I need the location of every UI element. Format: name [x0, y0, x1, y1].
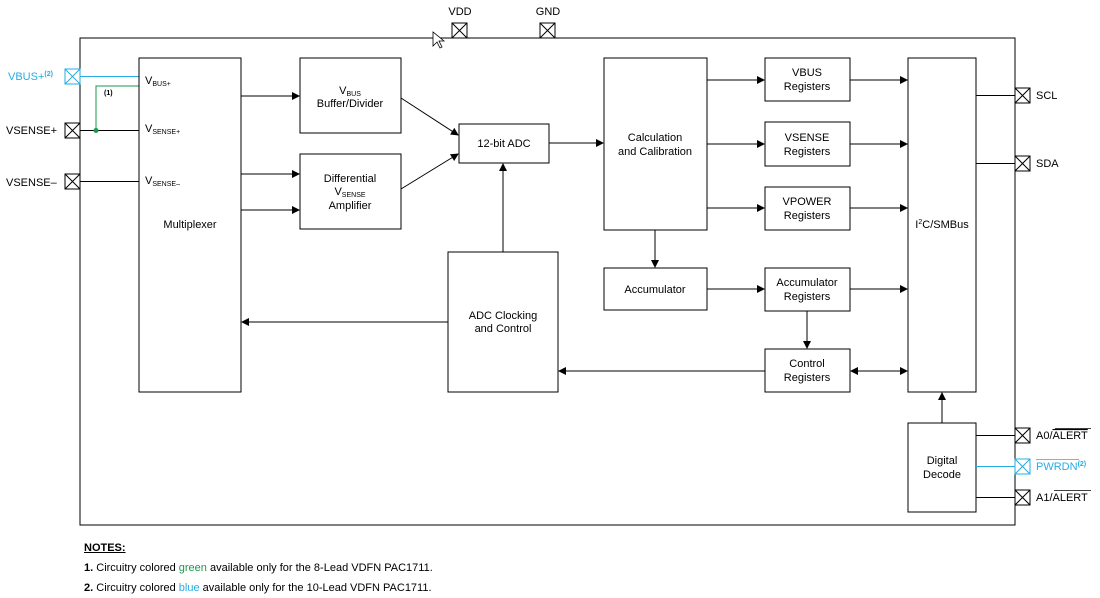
notes-section: NOTES: 1. Circuitry colored green availa…	[84, 538, 433, 598]
note-1: 1. Circuitry colored green available onl…	[84, 558, 433, 578]
vpower-reg-line1: VPOWER	[783, 196, 832, 208]
pin-a1-alert: A1/ALERT	[1014, 489, 1091, 506]
notes-header: NOTES:	[84, 542, 126, 554]
adc-clocking-line1: ADC Clocking	[469, 310, 537, 322]
mux-in-vsense-plus-sub: SENSE+	[152, 129, 180, 136]
mux-in-vsense-minus: V	[145, 175, 153, 187]
acc-reg-line2: Registers	[784, 291, 831, 303]
multiplexer-label: Multiplexer	[163, 219, 217, 231]
vbus-buffer-sub: BUS	[346, 91, 361, 98]
pin-vsense-minus: VSENSE–	[6, 173, 81, 190]
pin-gnd: GND	[536, 6, 561, 39]
note-2: 2. Circuitry colored blue available only…	[84, 578, 433, 598]
accumulator-registers-block: Accumulator Registers	[764, 267, 851, 312]
pin-vsense-plus-label: VSENSE+	[6, 125, 57, 137]
note-1-color: green	[178, 562, 207, 574]
vpower-reg-line2: Registers	[784, 210, 831, 222]
mux-in-vsense-plus: V	[145, 123, 153, 135]
i2c-smbus-block: I2C/SMBus	[907, 57, 977, 393]
pin-vsense-plus: VSENSE+	[6, 122, 81, 139]
ctrl-reg-line2: Registers	[784, 372, 831, 384]
svg-text:I2C/SMBus: I2C/SMBus	[915, 219, 969, 231]
svg-text:VBUS+: VBUS+	[145, 75, 171, 88]
mux-in-vsense-minus-sub: SENSE–	[152, 181, 180, 188]
pin-a1-alert: ALERT	[1053, 492, 1089, 504]
svg-text:PWRDN(2): PWRDN(2)	[1036, 461, 1086, 473]
pin-scl: SCL	[1014, 87, 1057, 104]
pin-vbus-plus: VBUS+(2)	[8, 68, 81, 85]
i2c-rest: C/SMBus	[922, 219, 969, 231]
note-1-num: 1.	[84, 562, 94, 574]
calculation-block: Calculation and Calibration	[603, 57, 708, 231]
vbus-buffer-v: V	[339, 85, 347, 97]
svg-text:VSENSE+: VSENSE+	[145, 123, 180, 136]
svg-text:VBUS+(2): VBUS+(2)	[8, 71, 53, 83]
svg-text:A0/ALERT: A0/ALERT	[1036, 430, 1088, 442]
green-junction-dot	[93, 128, 99, 133]
vbus-reg-line1: VBUS	[792, 67, 822, 79]
pin-a0-alert: A0/ALERT	[1014, 427, 1091, 444]
vbus-buffer-label: Buffer/Divider	[317, 98, 384, 110]
diff-amplifier-block: Differential VSENSE Amplifier	[299, 153, 402, 230]
accumulator-label: Accumulator	[624, 284, 685, 296]
diff-amp-v: V	[334, 186, 342, 198]
note-2-num: 2.	[84, 582, 94, 594]
pin-pwrdn-note: (2)	[1078, 461, 1087, 468]
mux-in-vbus: V	[145, 75, 153, 87]
pin-pwrdn-label: PWRDN	[1036, 461, 1078, 473]
vbus-buffer-block: VBUS Buffer/Divider	[299, 57, 402, 134]
pin-scl-label: SCL	[1036, 90, 1057, 102]
vpower-registers-block: VPOWER Registers	[764, 186, 851, 231]
note-1-post: available only for the 8-Lead VDFN PAC17…	[209, 562, 433, 574]
mux-in-vbus-sub: BUS+	[152, 81, 170, 88]
pin-a0-alert: ALERT	[1053, 430, 1089, 442]
control-registers-block: Control Registers	[764, 348, 851, 393]
note-2-pre: Circuitry colored	[96, 582, 176, 594]
acc-reg-line1: Accumulator	[776, 277, 837, 289]
svg-text:VSENSE: VSENSE	[334, 186, 365, 199]
note-1-pre: Circuitry colored	[96, 562, 176, 574]
adc-clocking-line2: and Control	[475, 323, 532, 335]
pin-vsense-minus-label: VSENSE–	[6, 177, 58, 189]
i2c-sup: 2	[918, 219, 922, 226]
accumulator-block: Accumulator	[603, 267, 708, 311]
diff-amp-line1: Differential	[324, 173, 376, 185]
adc-clocking-block: ADC Clocking and Control	[447, 251, 559, 393]
calc-line2: and Calibration	[618, 146, 692, 158]
diff-amp-line3: Amplifier	[329, 200, 372, 212]
svg-text:VBUS: VBUS	[339, 85, 361, 98]
calc-line1: Calculation	[628, 132, 682, 144]
note-2-post: available only for the 10-Lead VDFN PAC1…	[202, 582, 432, 594]
pin-vbus-plus-note: (2)	[44, 71, 53, 78]
multiplexer-block: VBUS+ VSENSE+ VSENSE– Multiplexer	[138, 57, 242, 393]
vsense-reg-line2: Registers	[784, 146, 831, 158]
mouse-cursor-icon	[432, 31, 446, 49]
i2c-i: I	[915, 219, 918, 231]
digital-line1: Digital	[927, 455, 958, 467]
svg-text:A1/ALERT: A1/ALERT	[1036, 492, 1088, 504]
svg-text:VSENSE–: VSENSE–	[145, 175, 180, 188]
pin-pwrdn: PWRDN(2)	[1014, 458, 1086, 475]
pin-vdd-label: VDD	[448, 6, 471, 18]
ctrl-reg-line1: Control	[789, 358, 824, 370]
vbus-registers-block: VBUS Registers	[764, 57, 851, 102]
vbus-reg-line2: Registers	[784, 81, 831, 93]
pin-a0-prefix: A0/	[1036, 430, 1053, 442]
pin-a1-prefix: A1/	[1036, 492, 1053, 504]
vsense-registers-block: VSENSE Registers	[764, 121, 851, 167]
pin-gnd-label: GND	[536, 6, 561, 18]
pin-vbus-plus-label: VBUS+	[8, 71, 44, 83]
pin-sda-label: SDA	[1036, 158, 1059, 170]
vsense-reg-line1: VSENSE	[785, 132, 830, 144]
pin-vdd: VDD	[448, 6, 472, 39]
digital-decode-block: Digital Decode	[907, 422, 977, 513]
diff-amp-sub: SENSE	[342, 192, 366, 199]
digital-line2: Decode	[923, 469, 961, 481]
note-2-color: blue	[178, 582, 200, 594]
pin-sda: SDA	[1014, 155, 1059, 172]
green-note-marker: (1)	[104, 90, 113, 97]
adc-block: 12-bit ADC	[458, 123, 550, 164]
adc-label: 12-bit ADC	[477, 138, 530, 150]
